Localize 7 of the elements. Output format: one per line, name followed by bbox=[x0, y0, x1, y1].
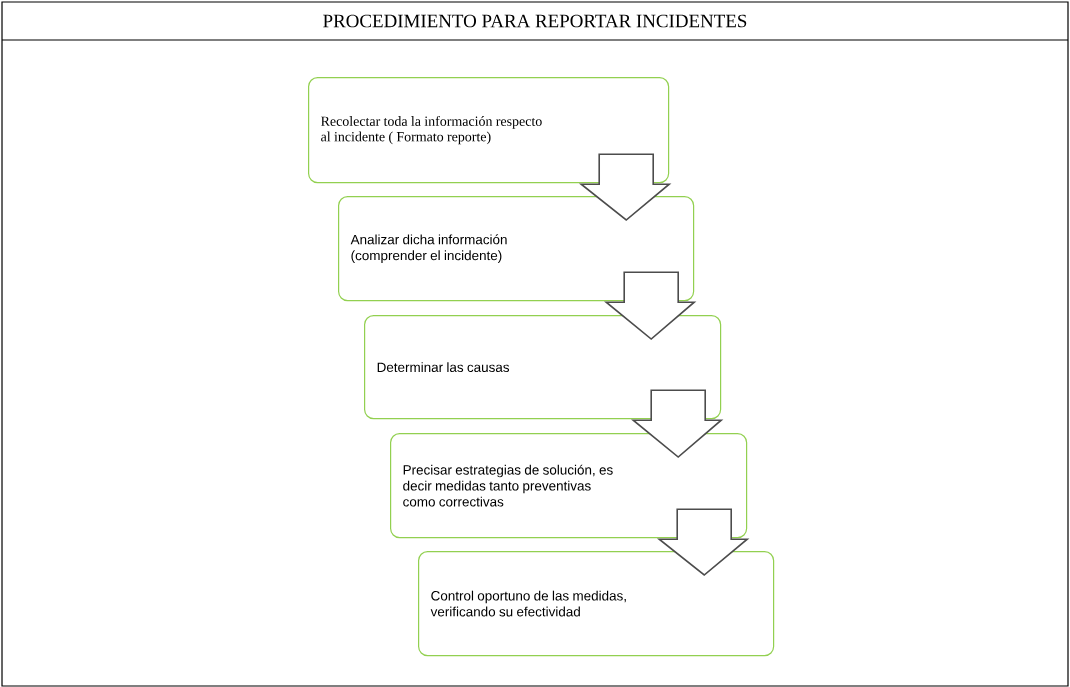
block-arrow bbox=[603, 271, 697, 341]
title: PROCEDIMIENTO PARA REPORTAR INCIDENTES bbox=[323, 14, 747, 28]
block-arrow bbox=[656, 508, 750, 577]
block-arrow bbox=[578, 153, 672, 222]
block-arrow bbox=[630, 389, 724, 459]
process-box: Control oportuno de las medidas, verificando su efectividad bbox=[418, 551, 775, 657]
process-box: Recolectar toda la información respecto al incidente ( Formato reporte) bbox=[308, 77, 670, 184]
